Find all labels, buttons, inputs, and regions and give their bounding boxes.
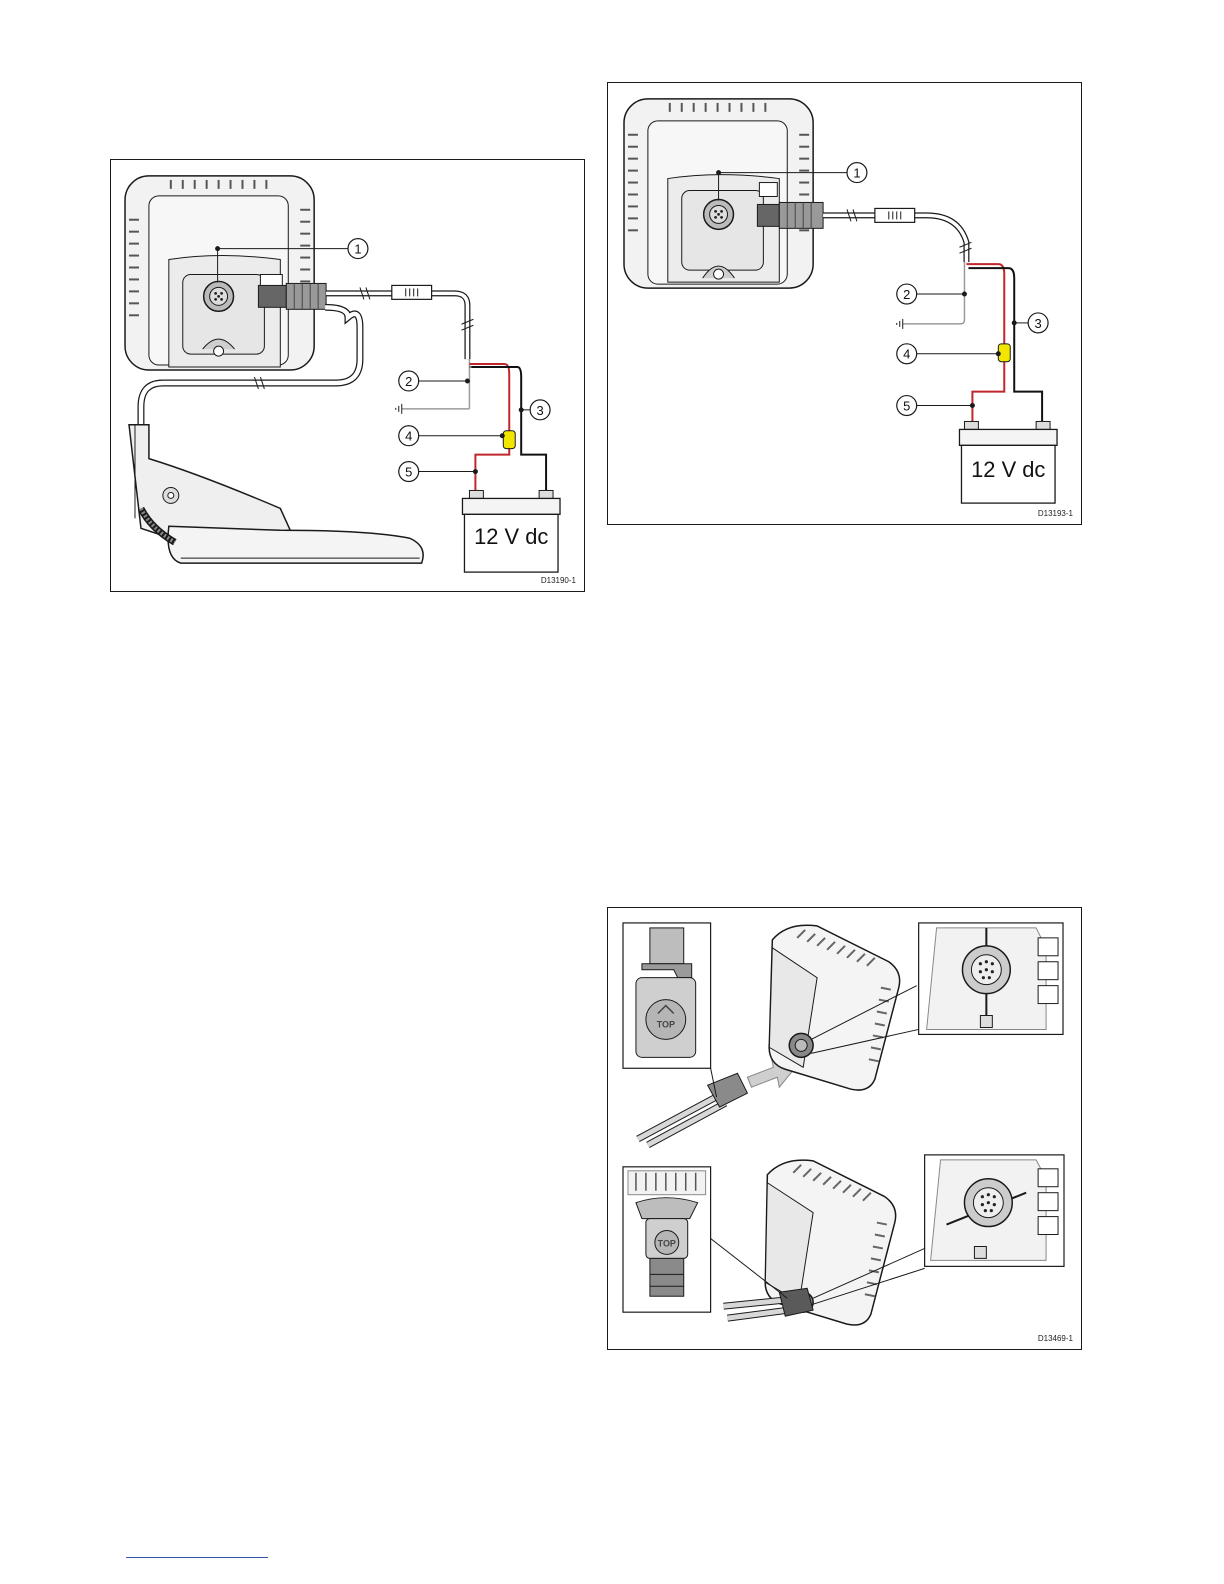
footer-link-rule [126,1557,268,1558]
callout-1: 1 [853,166,860,181]
battery-voltage-label: 12 V dc [971,457,1045,482]
power-cable [326,285,473,359]
display-unit-top [769,925,919,1090]
power-connector [757,202,823,228]
transducer [129,425,423,563]
callout-5: 5 [405,465,412,480]
callout-2: 2 [405,374,412,389]
callout-1: 1 [354,242,361,257]
cable-plug-top [638,1068,748,1145]
plug-top-marking: TOP [658,1238,676,1248]
ground-symbol [396,404,402,414]
wire-bundle [402,359,546,498]
wiring-diagram-1: 12 V dc 1 2 3 4 5 [111,160,584,591]
callout-5: 5 [903,399,910,414]
battery-voltage-label: 12 V dc [474,524,548,549]
plug-top-marking: TOP [657,1019,675,1029]
power-cable [823,208,971,262]
callout-3: 3 [537,403,544,418]
wiring-diagram-2: 12 V dc 1 2 3 4 5 [608,83,1081,524]
callout-2: 2 [903,287,910,302]
battery: 12 V dc [959,421,1057,503]
figure-power-wiring: 12 V dc 1 2 3 4 5 D13193-1 [607,82,1082,525]
ground-symbol [897,319,903,329]
callout-4: 4 [903,347,910,362]
connector-diagram: TOP [608,908,1081,1349]
socket-closeup-inset-bottom [925,1155,1064,1266]
figure-code: D13193-1 [1038,509,1073,518]
power-connector [258,283,326,309]
figure-code: D13469-1 [1038,1334,1073,1343]
callout-4: 4 [405,429,412,444]
callout-3: 3 [1035,316,1042,331]
figure-power-transducer-wiring: 12 V dc 1 2 3 4 5 D1319 [110,159,585,592]
socket-closeup-inset-top [919,923,1063,1034]
figure-connector-insertion: TOP [607,907,1082,1350]
display-unit [125,176,314,370]
inline-fuse [503,431,515,449]
plug-closeup-inset-top: TOP [623,923,711,1068]
figure-code: D13190-1 [541,576,576,585]
battery: 12 V dc [462,490,560,572]
plug-closeup-inset-bottom: TOP [623,1167,711,1312]
